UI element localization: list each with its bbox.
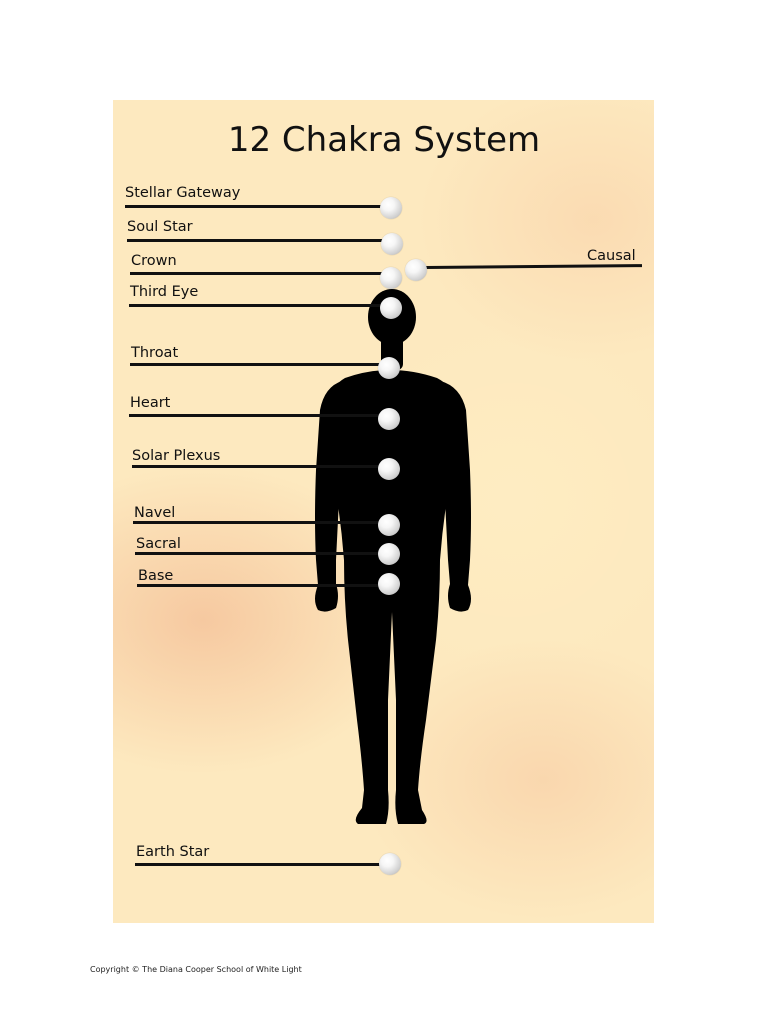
base-line (137, 584, 380, 587)
soul-star-orb (381, 233, 403, 255)
third-eye-orb (380, 297, 402, 319)
stellar-gateway-orb (380, 197, 402, 219)
causal-orb (405, 259, 427, 281)
crown-orb (380, 267, 402, 289)
crown-label: Crown (131, 253, 177, 269)
solar-plexus-line (132, 465, 380, 468)
throat-label: Throat (131, 345, 179, 361)
earth-star-orb (379, 853, 401, 875)
base-label: Base (138, 568, 174, 584)
sacral-label: Sacral (136, 536, 181, 552)
soul-star-line (127, 239, 383, 242)
stellar-gateway-line (125, 205, 381, 208)
heart-orb (378, 408, 400, 430)
crown-line (130, 272, 382, 275)
navel-orb (378, 514, 400, 536)
base-orb (378, 573, 400, 595)
causal-label: Causal (587, 248, 636, 264)
stellar-gateway-label: Stellar Gateway (125, 185, 241, 201)
throat-orb (378, 357, 400, 379)
earth-star-line (135, 863, 381, 866)
sacral-orb (378, 543, 400, 565)
heart-label: Heart (130, 395, 171, 411)
navel-line (133, 521, 380, 524)
navel-label: Navel (134, 505, 176, 521)
sacral-line (135, 552, 380, 555)
soul-star-label: Soul Star (127, 219, 193, 235)
diagram-title: 12 Chakra System (227, 120, 541, 160)
heart-line (129, 414, 381, 417)
third-eye-line (129, 304, 381, 307)
earth-star-label: Earth Star (136, 844, 210, 860)
copyright-notice: Copyright © The Diana Cooper School of W… (90, 965, 302, 974)
throat-line (130, 363, 380, 366)
third-eye-label: Third Eye (130, 284, 199, 300)
solar-plexus-label: Solar Plexus (132, 448, 221, 464)
solar-plexus-orb (378, 458, 400, 480)
